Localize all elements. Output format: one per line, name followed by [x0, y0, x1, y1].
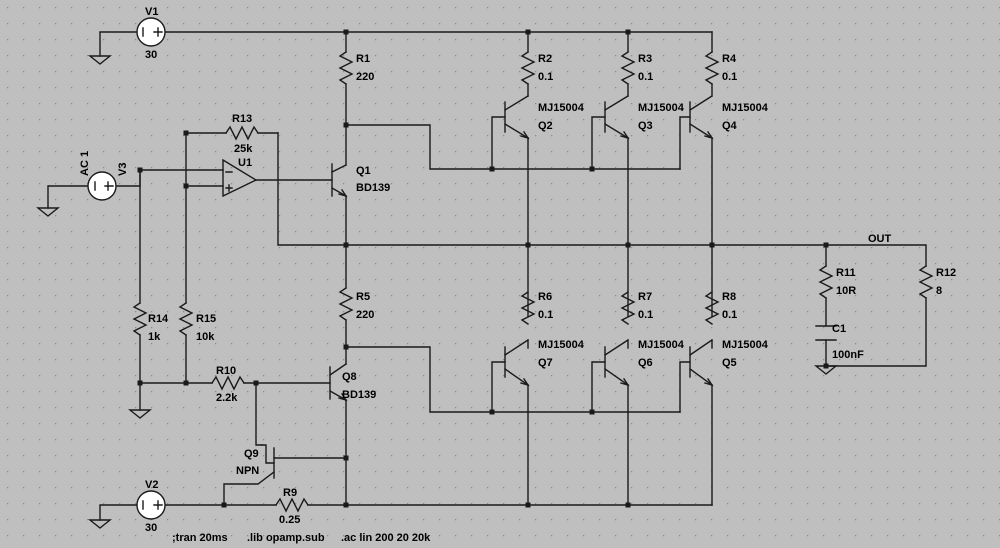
resistor-r10-name: R10 [216, 365, 236, 377]
resistor-r6-value: 0.1 [538, 309, 553, 321]
opamp-u1[interactable]: U1 [222, 157, 258, 198]
resistor-r13[interactable]: R13 25k [225, 113, 259, 155]
transistor-q9-name: Q9 [244, 448, 259, 460]
source-v1-value: 30 [145, 49, 157, 61]
transistor-q9-model: NPN [236, 465, 259, 477]
transistor-q5[interactable]: MJ15004 Q5 [689, 339, 769, 387]
resistor-r11-value: 10R [836, 285, 856, 297]
transistor-q4-name: Q4 [722, 120, 738, 132]
resistor-r3-name: R3 [638, 53, 652, 65]
resistor-r3[interactable]: R3 0.1 [620, 51, 653, 85]
resistor-r14-name: R14 [148, 313, 169, 325]
transistor-q7-name: Q7 [538, 357, 553, 369]
resistor-r11[interactable]: R11 10R [818, 265, 856, 299]
resistor-r7-value: 0.1 [638, 309, 653, 321]
transistor-q7[interactable]: MJ15004 Q7 [504, 339, 585, 387]
resistor-r15-name: R15 [196, 313, 216, 325]
resistor-r15-value: 10k [196, 331, 215, 343]
resistor-r12[interactable]: R12 8 [918, 265, 956, 299]
source-v1[interactable]: V1 30 [136, 6, 166, 61]
transistor-q3-model: MJ15004 [638, 102, 685, 114]
source-v3-name: V3 [117, 163, 129, 176]
opamp-u1-name: U1 [238, 157, 252, 169]
transistor-q1-name: Q1 [356, 165, 371, 177]
wires [47, 31, 927, 521]
transistor-q4[interactable]: MJ15004 Q4 [689, 95, 769, 140]
transistor-q6[interactable]: MJ15004 Q6 [604, 339, 685, 387]
transistor-q5-model: MJ15004 [722, 339, 769, 351]
transistor-q6-model: MJ15004 [638, 339, 685, 351]
resistor-r9[interactable]: R9 0.25 [275, 487, 309, 526]
transistor-q2-name: Q2 [538, 120, 553, 132]
resistor-r1-value: 220 [356, 71, 374, 83]
transistor-q2-model: MJ15004 [538, 102, 585, 114]
resistor-r3-value: 0.1 [638, 71, 653, 83]
resistor-r10[interactable]: R10 2.2k [211, 365, 245, 404]
junction-dots [137, 29, 829, 508]
resistor-r8-value: 0.1 [722, 309, 737, 321]
resistor-r2[interactable]: R2 0.1 [520, 51, 553, 85]
resistor-r4-value: 0.1 [722, 71, 737, 83]
transistor-q3[interactable]: MJ15004 Q3 [604, 95, 685, 140]
net-label-out: OUT [868, 233, 892, 245]
resistor-r14[interactable]: R14 1k [132, 302, 169, 343]
source-v2-value: 30 [145, 522, 157, 534]
resistor-r12-name: R12 [936, 267, 956, 279]
resistor-r9-name: R9 [283, 487, 297, 499]
resistor-r6-name: R6 [538, 291, 552, 303]
source-v3-value: AC 1 [79, 151, 91, 176]
resistor-r12-value: 8 [936, 285, 942, 297]
directive-ac[interactable]: .ac lin 200 20 20k [341, 532, 431, 544]
resistor-r6[interactable]: R6 0.1 [520, 291, 553, 325]
resistor-r5-value: 220 [356, 309, 374, 321]
capacitor-c1[interactable]: C1 100nF [815, 323, 864, 361]
transistor-q1-model: BD139 [356, 182, 390, 194]
source-v1-name: V1 [145, 6, 158, 18]
resistor-r7[interactable]: R7 0.1 [620, 291, 653, 325]
ground-symbols [36, 55, 838, 529]
source-v3[interactable]: V3 AC 1 [79, 151, 129, 201]
transistor-q8[interactable]: Q8 BD139 [329, 363, 376, 402]
transistor-q9[interactable]: Q9 NPN [236, 444, 275, 479]
resistor-r15[interactable]: R15 10k [178, 302, 216, 343]
resistor-r2-value: 0.1 [538, 71, 553, 83]
resistor-r1[interactable]: R1 220 [338, 51, 374, 85]
source-v2-name: V2 [145, 479, 158, 491]
transistor-q8-model: BD139 [342, 389, 376, 401]
capacitor-c1-name: C1 [832, 323, 846, 335]
transistor-q8-name: Q8 [342, 371, 357, 383]
resistor-r4-name: R4 [722, 53, 737, 65]
resistor-r10-value: 2.2k [216, 392, 238, 404]
resistor-r5-name: R5 [356, 291, 370, 303]
resistor-r8-name: R8 [722, 291, 736, 303]
resistor-r4[interactable]: R4 0.1 [704, 51, 737, 85]
resistor-r13-name: R13 [232, 113, 252, 125]
directive-tran[interactable]: ;tran 20ms [172, 532, 228, 544]
capacitor-c1-value: 100nF [832, 349, 864, 361]
resistor-r7-name: R7 [638, 291, 652, 303]
transistor-q1[interactable]: Q1 BD139 [331, 163, 390, 198]
resistor-r5[interactable]: R5 220 [338, 287, 374, 321]
resistor-r2-name: R2 [538, 53, 552, 65]
transistor-q3-name: Q3 [638, 120, 653, 132]
transistor-q5-name: Q5 [722, 357, 737, 369]
resistor-r9-value: 0.25 [279, 514, 300, 526]
directive-lib[interactable]: .lib opamp.sub [247, 532, 325, 544]
transistor-q7-model: MJ15004 [538, 339, 585, 351]
resistor-r8[interactable]: R8 0.1 [704, 291, 737, 325]
resistor-r13-value: 25k [234, 143, 253, 155]
transistor-q4-model: MJ15004 [722, 102, 769, 114]
resistor-r1-name: R1 [356, 53, 370, 65]
resistor-r11-name: R11 [836, 267, 856, 279]
transistor-q6-name: Q6 [638, 357, 653, 369]
source-v2[interactable]: V2 30 [136, 479, 166, 534]
transistor-q2[interactable]: MJ15004 Q2 [504, 95, 585, 140]
resistor-r14-value: 1k [148, 331, 161, 343]
